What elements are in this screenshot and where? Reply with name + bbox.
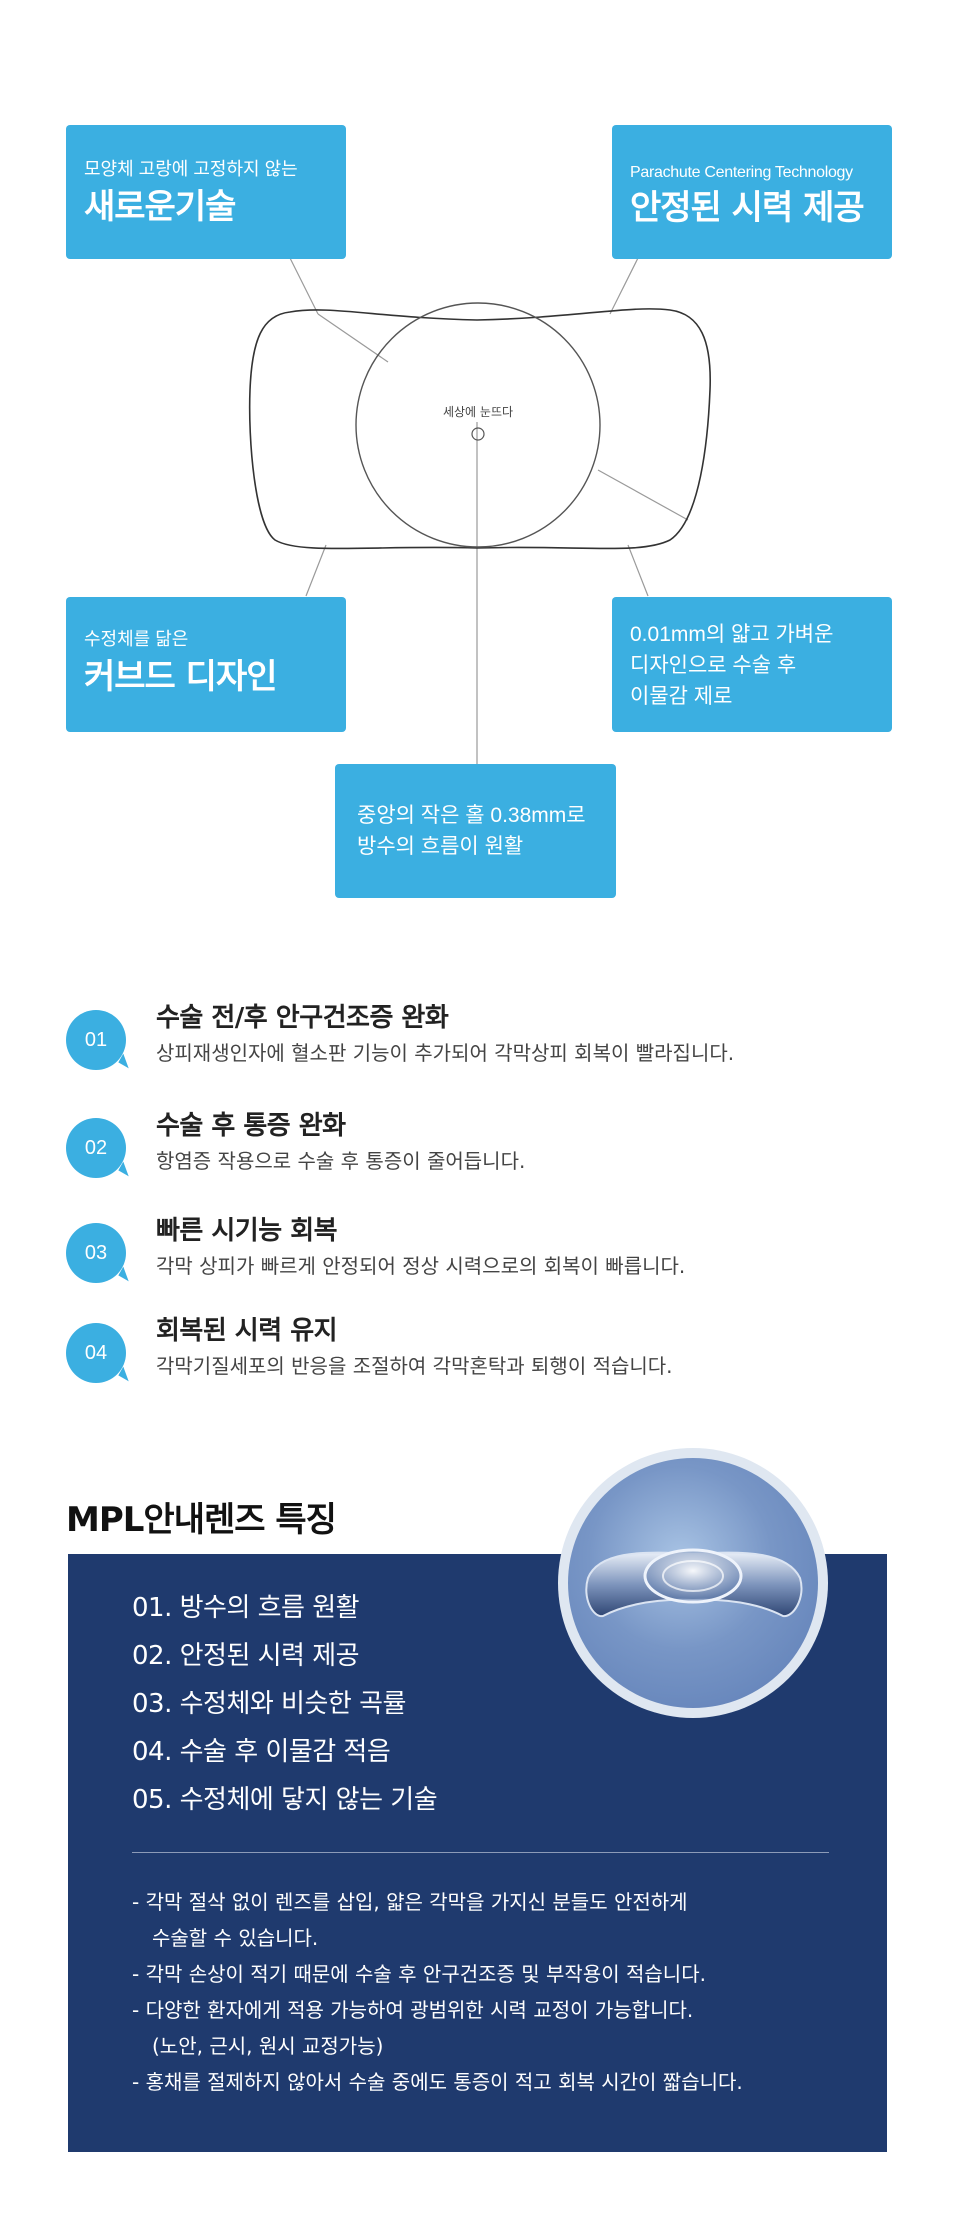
mpl-section-title: MPL안내렌즈 특징 bbox=[66, 1500, 337, 1540]
callout-small-text: Parachute Centering Technology bbox=[630, 164, 853, 181]
lens-optic-circle bbox=[355, 302, 601, 548]
feature-title: 빠른 시기능 회복 bbox=[156, 1216, 338, 1246]
callout-curved-design: 수정체를 닮은 커브드 디자인 bbox=[66, 597, 346, 732]
mpl-note-line: - 각막 절삭 없이 렌즈를 삽입, 얇은 각막을 가지신 분들도 안전하게 bbox=[132, 1890, 688, 1914]
callout-large-text: 새로운기술 bbox=[84, 186, 236, 227]
feature-number: 03 bbox=[84, 1242, 108, 1264]
callout-text-line: 디자인으로 수술 후 bbox=[630, 654, 797, 677]
mpl-feature-item: 05. 수정체에 닿지 않는 기술 bbox=[132, 1785, 438, 1815]
mpl-note-line: 수술할 수 있습니다. bbox=[152, 1926, 319, 1950]
badge-tail-icon bbox=[118, 1053, 134, 1069]
center-hole bbox=[471, 427, 485, 441]
feature-description: 항염증 작용으로 수술 후 통증이 줄어듭니다. bbox=[156, 1149, 526, 1173]
feature-number-badge: 04 bbox=[66, 1323, 134, 1383]
feature-number: 02 bbox=[84, 1137, 108, 1159]
connector-lines bbox=[289, 257, 689, 764]
mpl-feature-item: 04. 수술 후 이물감 적음 bbox=[132, 1737, 391, 1767]
feature-description: 상피재생인자에 혈소판 기능이 추가되어 각막상피 회복이 빨라집니다. bbox=[156, 1041, 735, 1065]
center-label: 세상에 눈뜨다 bbox=[443, 405, 513, 419]
callout-stable-vision: Parachute Centering Technology 안정된 시력 제공 bbox=[612, 125, 892, 259]
feature-description: 각막 상피가 빠르게 안정되어 정상 시력으로의 회복이 빠릅니다. bbox=[156, 1254, 686, 1278]
mpl-note-line: - 각막 손상이 적기 때문에 수술 후 안구건조증 및 부작용이 적습니다. bbox=[132, 1962, 706, 1986]
mpl-notes-list: - 각막 절삭 없이 렌즈를 삽입, 얇은 각막을 가지신 분들도 안전하게 수… bbox=[132, 1884, 743, 2100]
badge-tail-icon bbox=[118, 1366, 134, 1382]
feature-title: 회복된 시력 유지 bbox=[156, 1316, 338, 1346]
callout-text-line: 방수의 흐름이 원활 bbox=[357, 835, 524, 858]
feature-number-badge: 02 bbox=[66, 1118, 134, 1178]
callout-small-text: 모양체 고랑에 고정하지 않는 bbox=[84, 159, 298, 179]
badge-tail-icon bbox=[118, 1161, 134, 1177]
feature-item: 01 수술 전/후 안구건조증 완화 상피재생인자에 혈소판 기능이 추가되어 … bbox=[66, 1000, 906, 1090]
connector-top-right bbox=[609, 257, 639, 315]
lens-image bbox=[558, 1448, 828, 1718]
mpl-note-line: - 홍채를 절제하지 않아서 수술 중에도 통증이 적고 회복 시간이 짧습니다… bbox=[132, 2070, 743, 2094]
callout-center-hole: 중앙의 작은 홀 0.38mm로 방수의 흐름이 원활 bbox=[335, 764, 616, 898]
callout-large-text: 커브드 디자인 bbox=[84, 656, 278, 697]
callout-large-text: 안정된 시력 제공 bbox=[630, 188, 865, 229]
lens-diagram: 세상에 눈뜨다 bbox=[248, 257, 711, 764]
connector-inner-right bbox=[597, 469, 689, 521]
feature-description: 각막기질세포의 반응을 조절하여 각막혼탁과 퇴행이 적습니다. bbox=[156, 1354, 673, 1378]
connector-inner-left bbox=[317, 313, 389, 363]
callout-thin-design: 0.01mm의 얇고 가벼운 디자인으로 수술 후 이물감 제로 bbox=[612, 597, 892, 732]
feature-number: 04 bbox=[84, 1342, 108, 1364]
callout-text-line: 중앙의 작은 홀 0.38mm로 bbox=[357, 804, 586, 827]
connector-top-left bbox=[289, 257, 319, 315]
mpl-feature-item: 01. 방수의 흐름 원활 bbox=[132, 1593, 360, 1623]
feature-item: 04 회복된 시력 유지 각막기질세포의 반응을 조절하여 각막혼탁과 퇴행이 … bbox=[66, 1313, 906, 1403]
feature-item: 02 수술 후 통증 완화 항염증 작용으로 수술 후 통증이 줄어듭니다. bbox=[66, 1108, 906, 1198]
mpl-features-panel: 01. 방수의 흐름 원활 02. 안정된 시력 제공 03. 수정체와 비슷한… bbox=[68, 1554, 887, 2152]
feature-number: 01 bbox=[84, 1029, 108, 1051]
mpl-note-line: (노안, 근시, 원시 교정가능) bbox=[152, 2034, 384, 2058]
callout-new-technology: 모양체 고랑에 고정하지 않는 새로운기술 bbox=[66, 125, 346, 259]
feature-number-badge: 03 bbox=[66, 1223, 134, 1283]
feature-item: 03 빠른 시기능 회복 각막 상피가 빠르게 안정되어 정상 시력으로의 회복… bbox=[66, 1213, 906, 1303]
mpl-note-line: - 다양한 환자에게 적용 가능하여 광범위한 시력 교정이 가능합니다. bbox=[132, 1998, 694, 2022]
feature-title: 수술 전/후 안구건조증 완화 bbox=[156, 1003, 449, 1033]
feature-number-badge: 01 bbox=[66, 1010, 134, 1070]
callout-text-line: 이물감 제로 bbox=[630, 685, 733, 708]
badge-tail-icon bbox=[118, 1266, 134, 1282]
lens-illustration bbox=[585, 1548, 803, 1618]
feature-title: 수술 후 통증 완화 bbox=[156, 1111, 346, 1141]
mpl-feature-list: 01. 방수의 흐름 원활 02. 안정된 시력 제공 03. 수정체와 비슷한… bbox=[132, 1584, 438, 1824]
callout-text-line: 0.01mm의 얇고 가벼운 bbox=[630, 623, 834, 646]
mpl-feature-item: 02. 안정된 시력 제공 bbox=[132, 1641, 360, 1671]
mpl-feature-item: 03. 수정체와 비슷한 곡률 bbox=[132, 1689, 406, 1719]
callout-small-text: 수정체를 닮은 bbox=[84, 629, 189, 649]
lens-image-background bbox=[568, 1458, 818, 1708]
connector-mid-left bbox=[305, 544, 327, 597]
lens-outline bbox=[248, 308, 711, 550]
divider bbox=[132, 1852, 829, 1853]
connector-mid-right bbox=[627, 544, 649, 597]
